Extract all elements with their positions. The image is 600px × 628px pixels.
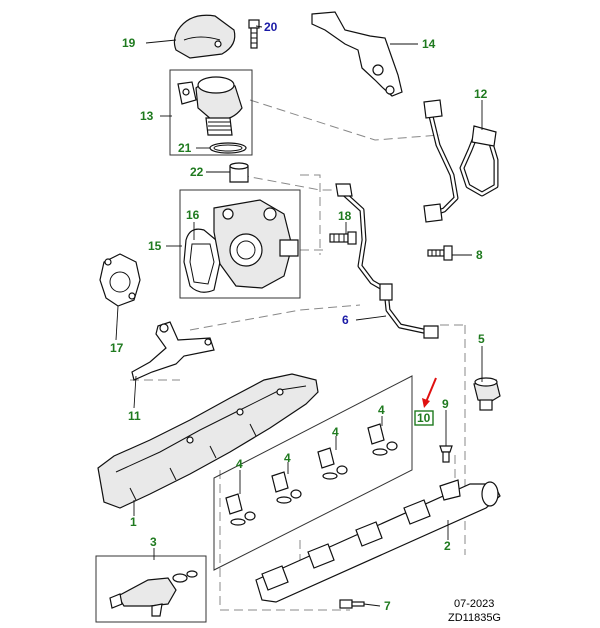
callout-labels: 19 20 14 13 12 21 22 16 15 18 8 6 17 5 1…	[110, 20, 488, 613]
callout-8: 8	[476, 248, 483, 262]
rail-mounting-bolt	[339, 599, 365, 609]
callout-9: 9	[442, 397, 449, 411]
callout-18: 18	[338, 209, 352, 223]
callout-4: 4	[378, 403, 385, 417]
flange-gasket	[99, 253, 141, 307]
pump-assembly-box	[169, 69, 253, 156]
fuel-rail	[255, 479, 501, 603]
highlight-pointer	[414, 377, 437, 426]
callout-11: 11	[128, 409, 141, 423]
callout-3: 3	[150, 535, 157, 549]
callout-15: 15	[148, 239, 162, 253]
sensor-bracket	[131, 321, 215, 381]
callout-5: 5	[478, 332, 485, 346]
shield-bolt	[248, 19, 260, 49]
callout-12: 12	[474, 87, 488, 101]
fuel-rail-shield	[97, 373, 319, 509]
pump-tappet	[229, 162, 249, 183]
pump-heat-shield	[173, 14, 236, 59]
seal-set	[317, 447, 348, 480]
callout-4: 4	[332, 425, 339, 439]
diagram-code: ZD11835G	[448, 612, 501, 624]
callout-10: 10	[417, 411, 431, 425]
callout-21: 21	[178, 141, 192, 155]
rail-bolt	[427, 245, 453, 261]
mounting-bracket	[311, 11, 403, 97]
callout-1: 1	[130, 515, 137, 529]
fuel-supply-pipes	[423, 99, 499, 223]
pump-housing-box	[179, 189, 301, 299]
callout-4: 4	[284, 451, 291, 465]
callout-16: 16	[186, 208, 200, 222]
diagram-date: 07-2023	[454, 598, 494, 610]
callout-6: 6	[342, 313, 349, 327]
callout-14: 14	[422, 37, 436, 51]
callout-4: 4	[236, 457, 243, 471]
callout-19: 19	[122, 36, 136, 50]
mounting-stud	[329, 231, 357, 245]
rail-fastener	[439, 445, 453, 463]
fuel-pressure-sensor	[473, 377, 501, 411]
injector-seals-box	[213, 375, 413, 571]
callout-7: 7	[384, 599, 391, 613]
callout-20: 20	[264, 20, 278, 34]
seal-set	[225, 493, 256, 526]
seal-set	[271, 471, 302, 504]
high-pressure-fuel-line	[335, 183, 439, 339]
callout-13: 13	[140, 109, 154, 123]
callout-22: 22	[190, 165, 204, 179]
leader-lines	[115, 25, 483, 607]
injector-box	[95, 555, 207, 623]
callout-17: 17	[110, 341, 124, 355]
seal-set	[367, 423, 398, 456]
pump-o-ring	[209, 142, 247, 154]
callout-2: 2	[444, 539, 451, 553]
